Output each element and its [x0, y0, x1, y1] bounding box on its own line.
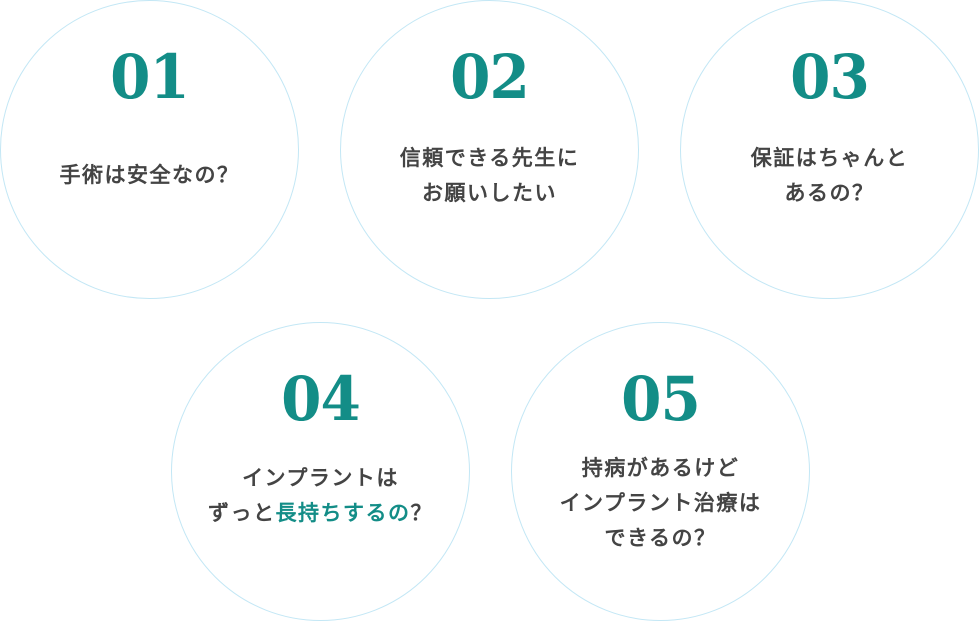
- faq-question-highlight: 長持ちするの: [275, 501, 411, 525]
- faq-question-line: 保証はちゃんと: [750, 146, 909, 170]
- faq-question-line: できるの？: [604, 526, 717, 550]
- faq-question: 信頼できる先生に お願いしたい: [341, 141, 638, 211]
- faq-number: 02: [450, 41, 530, 113]
- faq-question-line: お願いしたい: [422, 181, 557, 205]
- faq-question: 保証はちゃんと あるの？: [681, 141, 978, 211]
- faq-question-line: ずっと長持ちするの？: [172, 496, 469, 531]
- faq-question-line: 手術は安全なの？: [59, 163, 240, 187]
- faq-question-text: ずっと: [208, 501, 276, 525]
- faq-circle-04[interactable]: 04 インプラントは ずっと長持ちするの？: [171, 322, 470, 621]
- faq-question-line: 持病があるけど: [581, 456, 740, 480]
- faq-question: 持病があるけど インプラント治療は できるの？: [512, 451, 809, 556]
- faq-number: 05: [621, 363, 701, 435]
- faq-question-line: 信頼できる先生に: [399, 146, 580, 170]
- faq-circle-03[interactable]: 03 保証はちゃんと あるの？: [680, 0, 979, 299]
- faq-circle-05[interactable]: 05 持病があるけど インプラント治療は できるの？: [511, 322, 810, 621]
- faq-question-line: あるの？: [784, 181, 875, 205]
- faq-number: 01: [110, 41, 190, 113]
- faq-question: 手術は安全なの？: [1, 158, 298, 193]
- faq-question-line: インプラントは: [242, 466, 399, 490]
- faq-number: 04: [281, 363, 361, 435]
- faq-number: 03: [790, 41, 870, 113]
- faq-question-line: インプラント治療は: [559, 491, 762, 515]
- faq-question: インプラントは ずっと長持ちするの？: [172, 461, 469, 531]
- faq-circle-02[interactable]: 02 信頼できる先生に お願いしたい: [340, 0, 639, 299]
- faq-circle-01[interactable]: 01 手術は安全なの？: [0, 0, 299, 299]
- faq-question-text: ？: [410, 501, 433, 525]
